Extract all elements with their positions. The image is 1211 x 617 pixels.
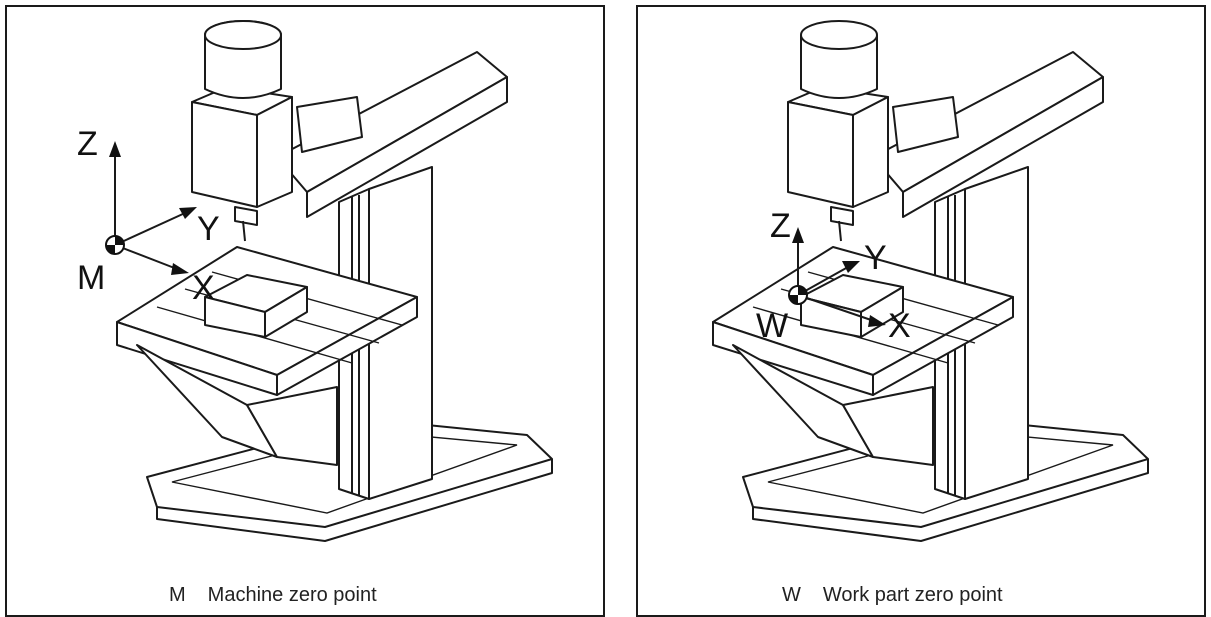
x-axis-label: X xyxy=(192,269,215,307)
z-axis-label: Z xyxy=(770,207,791,245)
z-axis-label: Z xyxy=(77,125,98,163)
x-axis-label: X xyxy=(888,307,911,345)
y-axis-label: Y xyxy=(864,239,887,277)
caption-work-part-zero-point: W Work part zero point xyxy=(782,584,1003,607)
work-part-zero-point-panel: Z Y X W W Work part zero point xyxy=(636,5,1206,617)
caption-text: Work part zero point xyxy=(822,584,1003,606)
machine-coordinate-system xyxy=(105,141,197,275)
milling-machine-drawing: Z Y X M xyxy=(77,20,553,542)
y-axis-label: Y xyxy=(197,210,220,248)
caption-machine-zero-point: M Machine zero point xyxy=(169,584,377,607)
caption-letter: M xyxy=(169,584,186,606)
caption-text: Machine zero point xyxy=(207,584,377,606)
work-coordinate-system xyxy=(788,227,886,327)
caption-letter: W xyxy=(782,584,801,606)
machine-point-label: M xyxy=(77,259,105,297)
work-point-label: W xyxy=(756,307,788,345)
milling-machine-drawing: Z Y X W xyxy=(712,20,1149,542)
machine-zero-point-panel: Z Y X M M Machine zero point xyxy=(5,5,605,617)
